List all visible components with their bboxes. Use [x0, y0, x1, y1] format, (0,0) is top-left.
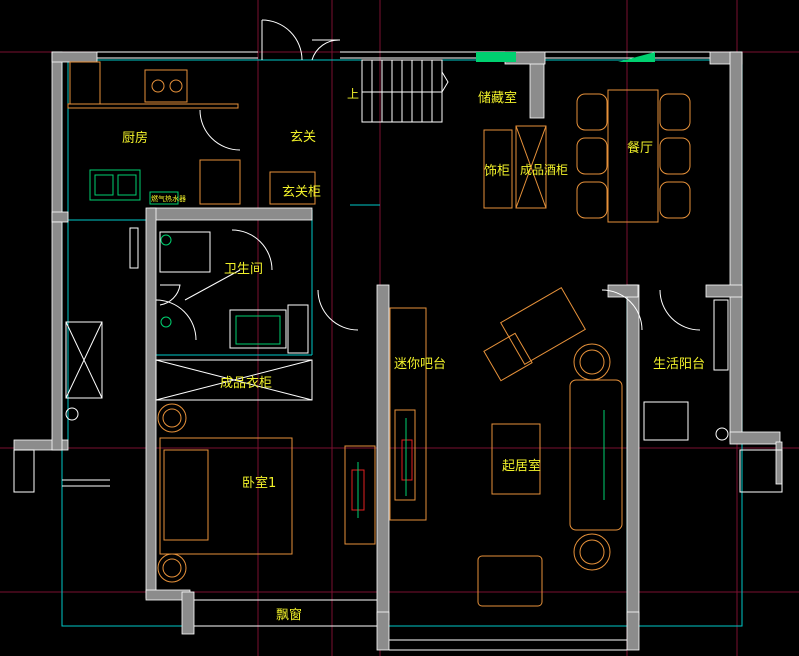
kitchen-sink: [89, 169, 179, 205]
doors: [155, 19, 701, 341]
label-bathroom: 卫生间: [224, 262, 264, 277]
label-living: 起居室: [502, 459, 542, 474]
dining-table: [576, 89, 691, 223]
label-stairs-up: 上: [347, 87, 360, 101]
bar-furniture: [344, 307, 427, 545]
label-foyer: 玄关: [290, 130, 317, 145]
label-wardrobe: 成品衣柜: [220, 376, 273, 391]
label-dining: 餐厅: [627, 141, 654, 156]
glass-marks: [476, 52, 655, 62]
label-balcony: 生活阳台: [653, 357, 706, 372]
label-shoe-cabinet: 玄关柜: [282, 185, 322, 200]
stairs: [361, 59, 449, 123]
bathroom-fixtures: [159, 231, 309, 354]
label-storage: 储藏室: [478, 91, 518, 106]
bar-accent-green: [357, 418, 407, 518]
left-window: [65, 321, 103, 421]
bathroom-green: [160, 234, 281, 345]
label-sideboard: 饰柜: [484, 164, 511, 179]
label-gas-meter: 燃气热水器: [151, 195, 186, 203]
label-bay-window: 飘窗: [276, 608, 303, 623]
balcony-fixtures: [643, 299, 729, 441]
living-furniture: [477, 287, 623, 607]
cabinets: [483, 125, 547, 209]
walls: [13, 51, 783, 651]
bedroom-furniture: [157, 403, 293, 583]
wardrobe: [155, 359, 313, 401]
label-bedroom: 卧室1: [242, 476, 277, 491]
kitchen-fixtures: [67, 61, 316, 205]
label-wine-cabinet: 成品酒柜: [520, 163, 569, 177]
label-bar: 迷你吧台: [394, 357, 447, 372]
label-kitchen: 厨房: [122, 131, 149, 146]
